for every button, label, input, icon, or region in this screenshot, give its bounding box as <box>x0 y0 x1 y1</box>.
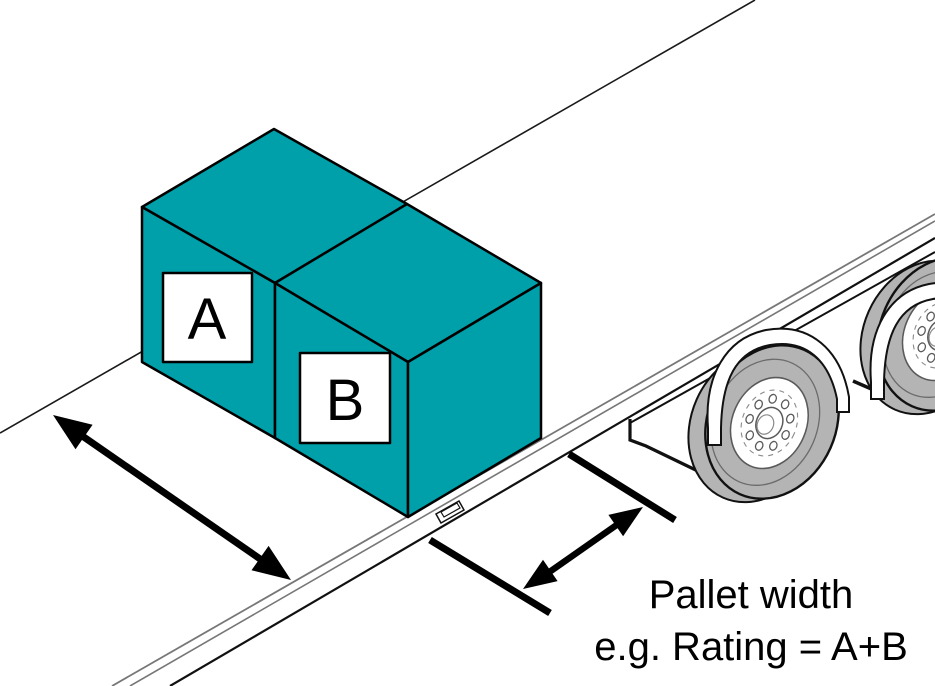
caption-line-2: e.g. Rating = A+B <box>594 625 908 669</box>
truck-rear <box>628 228 935 531</box>
bed-width-arrowhead-lower <box>251 545 291 580</box>
front-wheel <box>663 316 864 531</box>
pallet-width-arrowhead-lower <box>523 559 558 589</box>
pallet-b: B <box>273 202 543 519</box>
pallet-width-tick-lower <box>428 537 552 616</box>
pallet-b-label-plate <box>298 351 392 445</box>
rail-lashing-pocket <box>434 499 466 525</box>
pallet-b-label: B <box>326 368 365 433</box>
bed-rail-bottom-line <box>169 237 935 686</box>
pallet-width-tick-upper <box>567 451 677 523</box>
bed-rail-inner-line <box>129 220 935 686</box>
bed-width-arrow-shaft <box>76 430 268 566</box>
pallet-width-arrow-shaft <box>546 521 620 576</box>
chassis-front-edge <box>628 419 705 476</box>
pallet-width-dimension <box>428 451 677 616</box>
caption-line-1: Pallet width <box>649 573 854 617</box>
bed-width-arrowhead-upper <box>53 415 93 450</box>
pallet-a-label: A <box>188 287 227 352</box>
pallet-b-right-face <box>406 281 543 519</box>
caption: Pallet width e.g. Rating = A+B <box>594 573 908 669</box>
bed-rail-top-line <box>111 213 935 686</box>
pallet-boxes: A B <box>140 127 543 519</box>
pallet-width-arrowhead-upper <box>608 507 643 537</box>
pallet-a-label-plate <box>161 271 254 364</box>
bed-width-arrow <box>53 415 291 580</box>
